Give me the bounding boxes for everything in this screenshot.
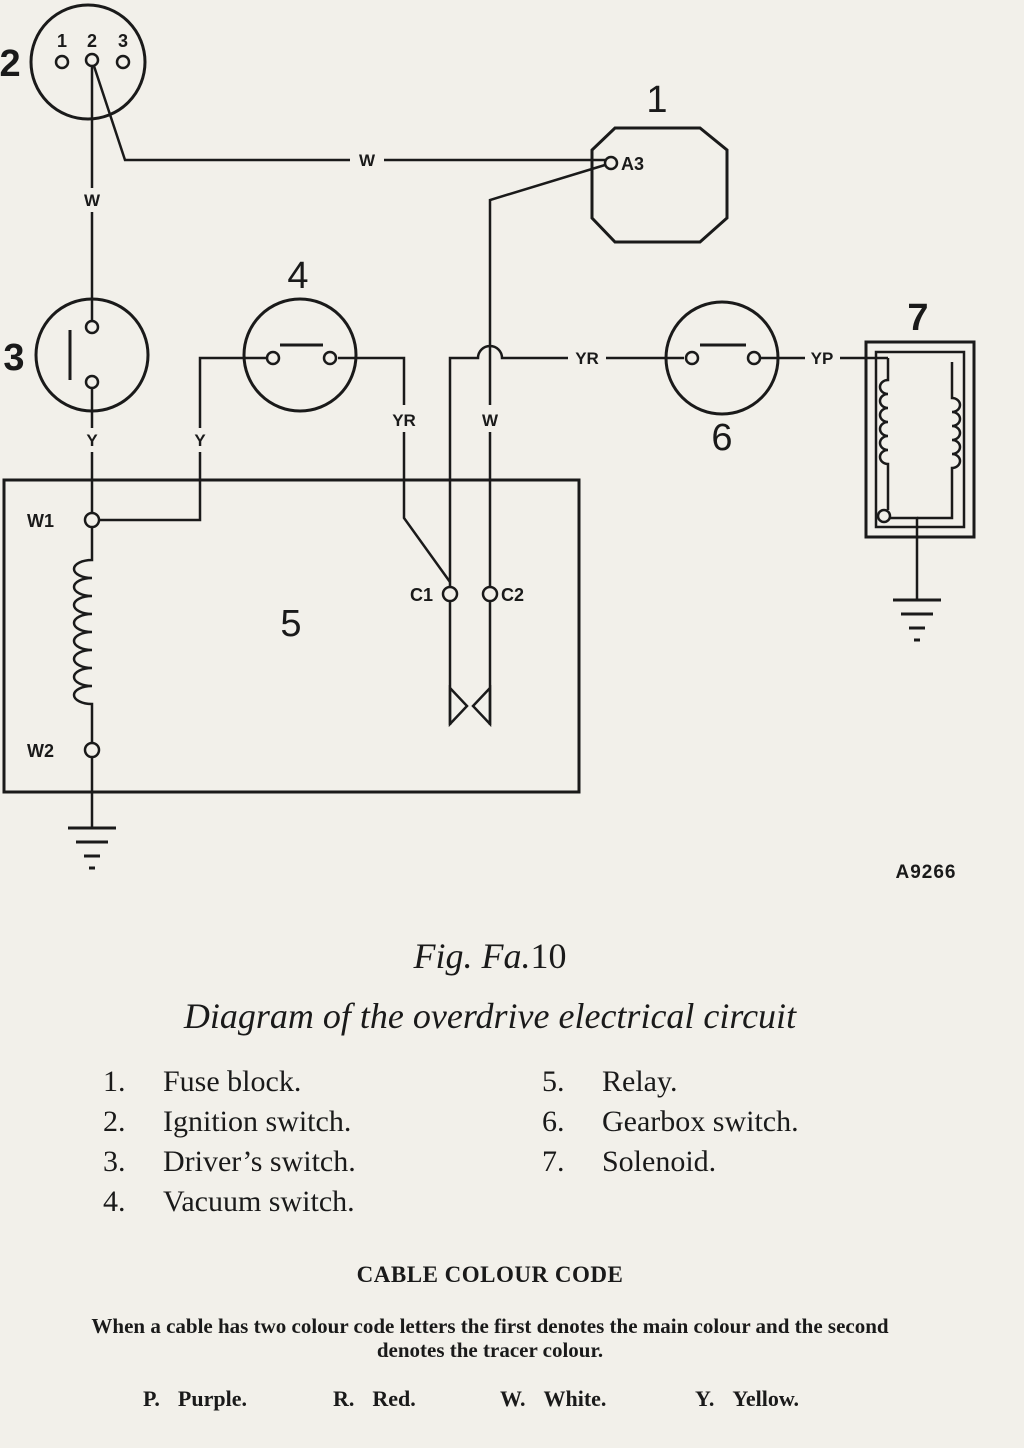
- vacuum-switch: 4: [242, 255, 358, 413]
- relay-terminal-w2: W2: [27, 741, 54, 761]
- relay-terminal-c1: C1: [410, 585, 433, 605]
- wiring: [90, 59, 919, 828]
- wire-label-ign-to-fuse: W: [359, 151, 376, 170]
- relay: W1 W2 C1 C2 5: [2, 478, 581, 794]
- colour-name: Red.: [372, 1386, 416, 1411]
- ign-terminal-2: 2: [87, 31, 97, 51]
- relay-number: 5: [280, 603, 301, 645]
- figure-title: Fig. Fa.10: [0, 935, 980, 977]
- legend-key: 2.: [103, 1105, 126, 1138]
- legend-text: Vacuum switch.: [163, 1185, 355, 1218]
- legend-text: Gearbox switch.: [602, 1105, 799, 1138]
- ignition-switch: 1 2 3 2: [0, 3, 147, 121]
- legend-item: 3. Driver’s switch.: [103, 1142, 356, 1182]
- legend-right: 5. Relay. 6. Gearbox switch. 7. Solenoid.: [542, 1062, 799, 1182]
- wire-label-vacuum-to-relay: YR: [392, 411, 416, 430]
- legend-key: 1.: [103, 1065, 126, 1098]
- legend-text: Solenoid.: [602, 1145, 717, 1178]
- solenoid-number: 7: [907, 297, 928, 339]
- gearbox-switch: 6: [664, 300, 780, 459]
- wire-relay-to-vacuum: [98, 452, 202, 522]
- relay-terminal-w1: W1: [27, 511, 54, 531]
- legend-key: 7.: [542, 1145, 565, 1178]
- ign-terminal-1: 1: [57, 31, 67, 51]
- fuse-terminal-a3: A3: [621, 154, 644, 174]
- gearbox-switch-number: 6: [711, 417, 732, 459]
- wire-relay-to-gearbox: [448, 344, 568, 588]
- ign-terminal-3: 3: [118, 31, 128, 51]
- ignition-switch-number: 2: [0, 43, 21, 85]
- legend-key: 3.: [103, 1145, 126, 1178]
- colour-name: Purple.: [177, 1386, 247, 1411]
- figure-number: 10: [530, 936, 567, 976]
- colour-letter: W.: [500, 1386, 526, 1411]
- colour-letter: Y.: [695, 1386, 715, 1411]
- relay-terminal-c2: C2: [501, 585, 524, 605]
- fuse-block: A3 1: [590, 79, 729, 244]
- colour-letter: P.: [143, 1386, 160, 1411]
- legend-text: Driver’s switch.: [163, 1145, 356, 1178]
- wire-fuse-to-relay: [488, 163, 606, 405]
- legend-item: 5. Relay.: [542, 1062, 799, 1102]
- legend-key: 5.: [542, 1065, 565, 1098]
- wire-label-relay-to-vacuum: Y: [194, 431, 206, 450]
- colour-letter: R.: [333, 1386, 355, 1411]
- wire-solenoid-earth: [888, 516, 919, 600]
- drivers-switch: 3: [3, 297, 150, 413]
- legend-left: 1. Fuse block. 2. Ignition switch. 3. Drive…: [103, 1062, 356, 1222]
- earth-symbol-solenoid: [893, 598, 941, 642]
- wire-label-drivers-to-relay: Y: [86, 431, 98, 450]
- wire-ign-to-fuse: [90, 59, 350, 162]
- wire-label-fuse-to-relay: W: [482, 411, 499, 430]
- solenoid: 7: [864, 297, 976, 539]
- wire-label-relay-to-gearbox: YR: [575, 349, 599, 368]
- legend-text: Relay.: [602, 1065, 678, 1098]
- cable-colour-code-title: CABLE COLOUR CODE: [356, 1262, 624, 1287]
- colour-code-yellow: Y. Yellow.: [695, 1386, 799, 1412]
- drivers-switch-number: 3: [3, 337, 24, 379]
- colour-name: Yellow.: [732, 1386, 799, 1411]
- legend-key: 4.: [103, 1185, 126, 1218]
- legend-item: 6. Gearbox switch.: [542, 1102, 799, 1142]
- legend-item: 4. Vacuum switch.: [103, 1182, 356, 1222]
- legend-item: 7. Solenoid.: [542, 1142, 799, 1182]
- wire-vacuum-to-relay-b: [402, 432, 452, 583]
- legend-text: Fuse block.: [163, 1065, 302, 1098]
- legend-text: Ignition switch.: [163, 1105, 352, 1138]
- colour-name: White.: [543, 1386, 607, 1411]
- circuit-diagram: 1 2 3 2 A3 1 3 4 6: [0, 3, 976, 883]
- reference-code: A9266: [896, 862, 957, 883]
- cable-colour-code-text: When a cable has two colour code letters…: [91, 1314, 889, 1362]
- wire-label-ign-to-drivers: W: [84, 191, 101, 210]
- fuse-block-number: 1: [646, 79, 667, 121]
- figure-caption: Diagram of the overdrive electrical circ…: [183, 996, 797, 1036]
- wire-relay-to-vacuum-b: [198, 356, 273, 428]
- figure-prefix: Fig. Fa.: [413, 936, 531, 976]
- vacuum-switch-number: 4: [287, 255, 308, 297]
- earth-symbol-relay: [68, 826, 116, 870]
- legend-item: 2. Ignition switch.: [103, 1102, 356, 1142]
- colour-code-purple: P. Purple.: [143, 1386, 247, 1412]
- legend-item: 1. Fuse block.: [103, 1062, 356, 1102]
- wire-vacuum-to-relay: [338, 356, 406, 405]
- colour-code-white: W. White.: [500, 1386, 606, 1412]
- wire-label-gearbox-to-solenoid: YP: [811, 349, 834, 368]
- legend-key: 6.: [542, 1105, 565, 1138]
- colour-code-red: R. Red.: [333, 1386, 416, 1412]
